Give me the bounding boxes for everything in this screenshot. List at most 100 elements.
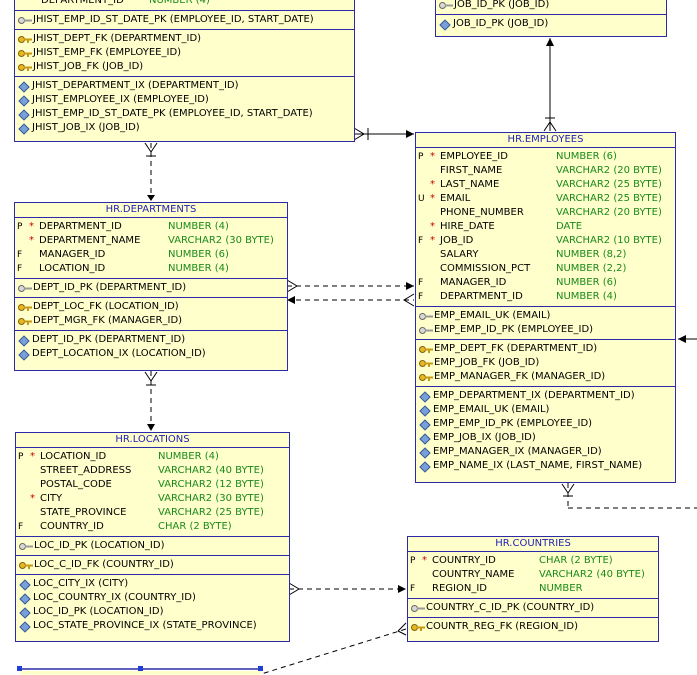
table-title: HR.LOCATIONS bbox=[16, 433, 289, 448]
column-key-flag: P bbox=[410, 556, 416, 566]
key-icon bbox=[419, 313, 433, 320]
fk-row[interactable]: DEPT_LOC_FK (LOCATION_ID) bbox=[15, 300, 287, 314]
column-type: CHAR (2 BYTE) bbox=[539, 555, 613, 566]
pk-row[interactable]: COUNTRY_C_ID_PK (COUNTRY_ID) bbox=[408, 601, 658, 615]
column-type: NUMBER bbox=[539, 583, 583, 594]
fk-row: JHIST_EMP_FK (EMPLOYEE_ID) bbox=[15, 46, 354, 60]
fk-row[interactable]: COUNTR_REG_FK (REGION_ID) bbox=[408, 620, 658, 634]
column-name: MANAGER_ID bbox=[440, 277, 507, 288]
rel-loc-country-arrow bbox=[398, 585, 406, 593]
column-key-flag: F bbox=[418, 278, 424, 288]
index-row[interactable]: EMP_EMP_ID_PK (EMPLOYEE_ID) bbox=[416, 417, 675, 431]
index-row[interactable]: DEPT_LOCATION_IX (LOCATION_ID) bbox=[15, 347, 287, 361]
column-name: MANAGER_ID bbox=[39, 249, 106, 260]
pk-row[interactable]: DEPT_ID_PK (DEPARTMENT_ID) bbox=[15, 281, 287, 295]
fk-label: COUNTR_REG_FK (REGION_ID) bbox=[426, 621, 578, 632]
table-job-history[interactable]: DEPARTMENT_ID NUMBER (4) JHIST_EMP_ID_ST… bbox=[14, 0, 355, 142]
fk-label: JHIST_DEPT_FK (DEPARTMENT_ID) bbox=[33, 33, 202, 44]
index-row[interactable]: EMP_EMAIL_UK (EMAIL) bbox=[416, 403, 675, 417]
mandatory-marker: * bbox=[430, 221, 435, 232]
column-type: VARCHAR2 (25 BYTE) bbox=[556, 193, 662, 204]
mandatory-marker: * bbox=[430, 235, 435, 246]
column-type: NUMBER (4) bbox=[556, 291, 617, 302]
index-row[interactable]: EMP_NAME_IX (LAST_NAME, FIRST_NAME) bbox=[416, 459, 675, 473]
column-type: NUMBER (6) bbox=[556, 151, 617, 162]
index-icon bbox=[419, 433, 431, 445]
column-key-flag: P bbox=[17, 222, 23, 232]
index-row[interactable]: LOC_ID_PK (LOCATION_ID) bbox=[16, 605, 289, 619]
key-icon bbox=[18, 17, 32, 24]
selection-handle bbox=[258, 666, 263, 671]
fk-row[interactable]: EMP_JOB_FK (JOB_ID) bbox=[416, 356, 675, 370]
fk-row: JHIST_JOB_FK (JOB_ID) bbox=[15, 60, 354, 74]
index-row[interactable]: EMP_MANAGER_IX (MANAGER_ID) bbox=[416, 445, 675, 459]
column-type: NUMBER (6) bbox=[168, 249, 229, 260]
rel-country-region-crowfoot bbox=[397, 622, 407, 636]
column-row: DEPARTMENT_ID NUMBER (4) bbox=[15, 0, 354, 8]
pk-label: JHIST_EMP_ID_ST_DATE_PK (EMPLOYEE_ID, ST… bbox=[33, 14, 314, 25]
index-icon bbox=[19, 579, 31, 591]
pk-row[interactable]: EMP_EMP_ID_PK (EMPLOYEE_ID) bbox=[416, 323, 675, 337]
column-type: VARCHAR2 (40 BYTE) bbox=[158, 465, 264, 476]
index-row[interactable]: EMP_JOB_IX (JOB_ID) bbox=[416, 431, 675, 445]
index-row[interactable]: LOC_STATE_PROVINCE_IX (STATE_PROVINCE) bbox=[16, 619, 289, 633]
fk-row[interactable]: EMP_MANAGER_FK (MANAGER_ID) bbox=[416, 370, 675, 384]
rel-jhist-dept-arrow bbox=[147, 195, 155, 201]
fk-label: LOC_C_ID_FK (COUNTRY_ID) bbox=[34, 559, 174, 570]
pk-row[interactable]: EMP_EMAIL_UK (EMAIL) bbox=[416, 309, 675, 323]
index-label: JHIST_EMP_ID_ST_DATE_PK (EMPLOYEE_ID, ST… bbox=[32, 108, 313, 119]
fk-row[interactable]: EMP_DEPT_FK (DEPARTMENT_ID) bbox=[416, 342, 675, 356]
index-label: EMP_MANAGER_IX (MANAGER_ID) bbox=[433, 446, 602, 457]
pk-label: LOC_ID_PK (LOCATION_ID) bbox=[34, 540, 165, 551]
index-row[interactable]: LOC_CITY_IX (CITY) bbox=[16, 577, 289, 591]
index-label: EMP_NAME_IX (LAST_NAME, FIRST_NAME) bbox=[433, 460, 643, 471]
key-icon bbox=[18, 285, 32, 292]
index-row[interactable]: EMP_DEPARTMENT_IX (DEPARTMENT_ID) bbox=[416, 389, 675, 403]
pk-row[interactable]: LOC_ID_PK (LOCATION_ID) bbox=[16, 539, 289, 553]
index-label: JHIST_EMPLOYEE_IX (EMPLOYEE_ID) bbox=[32, 94, 209, 105]
column-name: CITY bbox=[40, 493, 63, 504]
table-jobs[interactable]: JOB_ID_PK (JOB_ID) JOB_ID_PK (JOB_ID) bbox=[435, 0, 667, 37]
index-label: LOC_CITY_IX (CITY) bbox=[33, 578, 129, 589]
index-icon bbox=[18, 95, 30, 107]
column-name: LAST_NAME bbox=[440, 179, 500, 190]
key-icon bbox=[19, 543, 33, 550]
fk-row[interactable]: DEPT_MGR_FK (MANAGER_ID) bbox=[15, 314, 287, 328]
column-key-flag: F bbox=[17, 264, 23, 274]
index-row[interactable]: LOC_COUNTRY_IX (COUNTRY_ID) bbox=[16, 591, 289, 605]
pk-label: JOB_ID_PK (JOB_ID) bbox=[454, 0, 550, 10]
column-type: NUMBER (8,2) bbox=[556, 249, 627, 260]
fk-row[interactable]: LOC_C_ID_FK (COUNTRY_ID) bbox=[16, 558, 289, 572]
fk-label: DEPT_MGR_FK (MANAGER_ID) bbox=[33, 315, 183, 326]
index-row[interactable]: DEPT_ID_PK (DEPARTMENT_ID) bbox=[15, 333, 287, 347]
